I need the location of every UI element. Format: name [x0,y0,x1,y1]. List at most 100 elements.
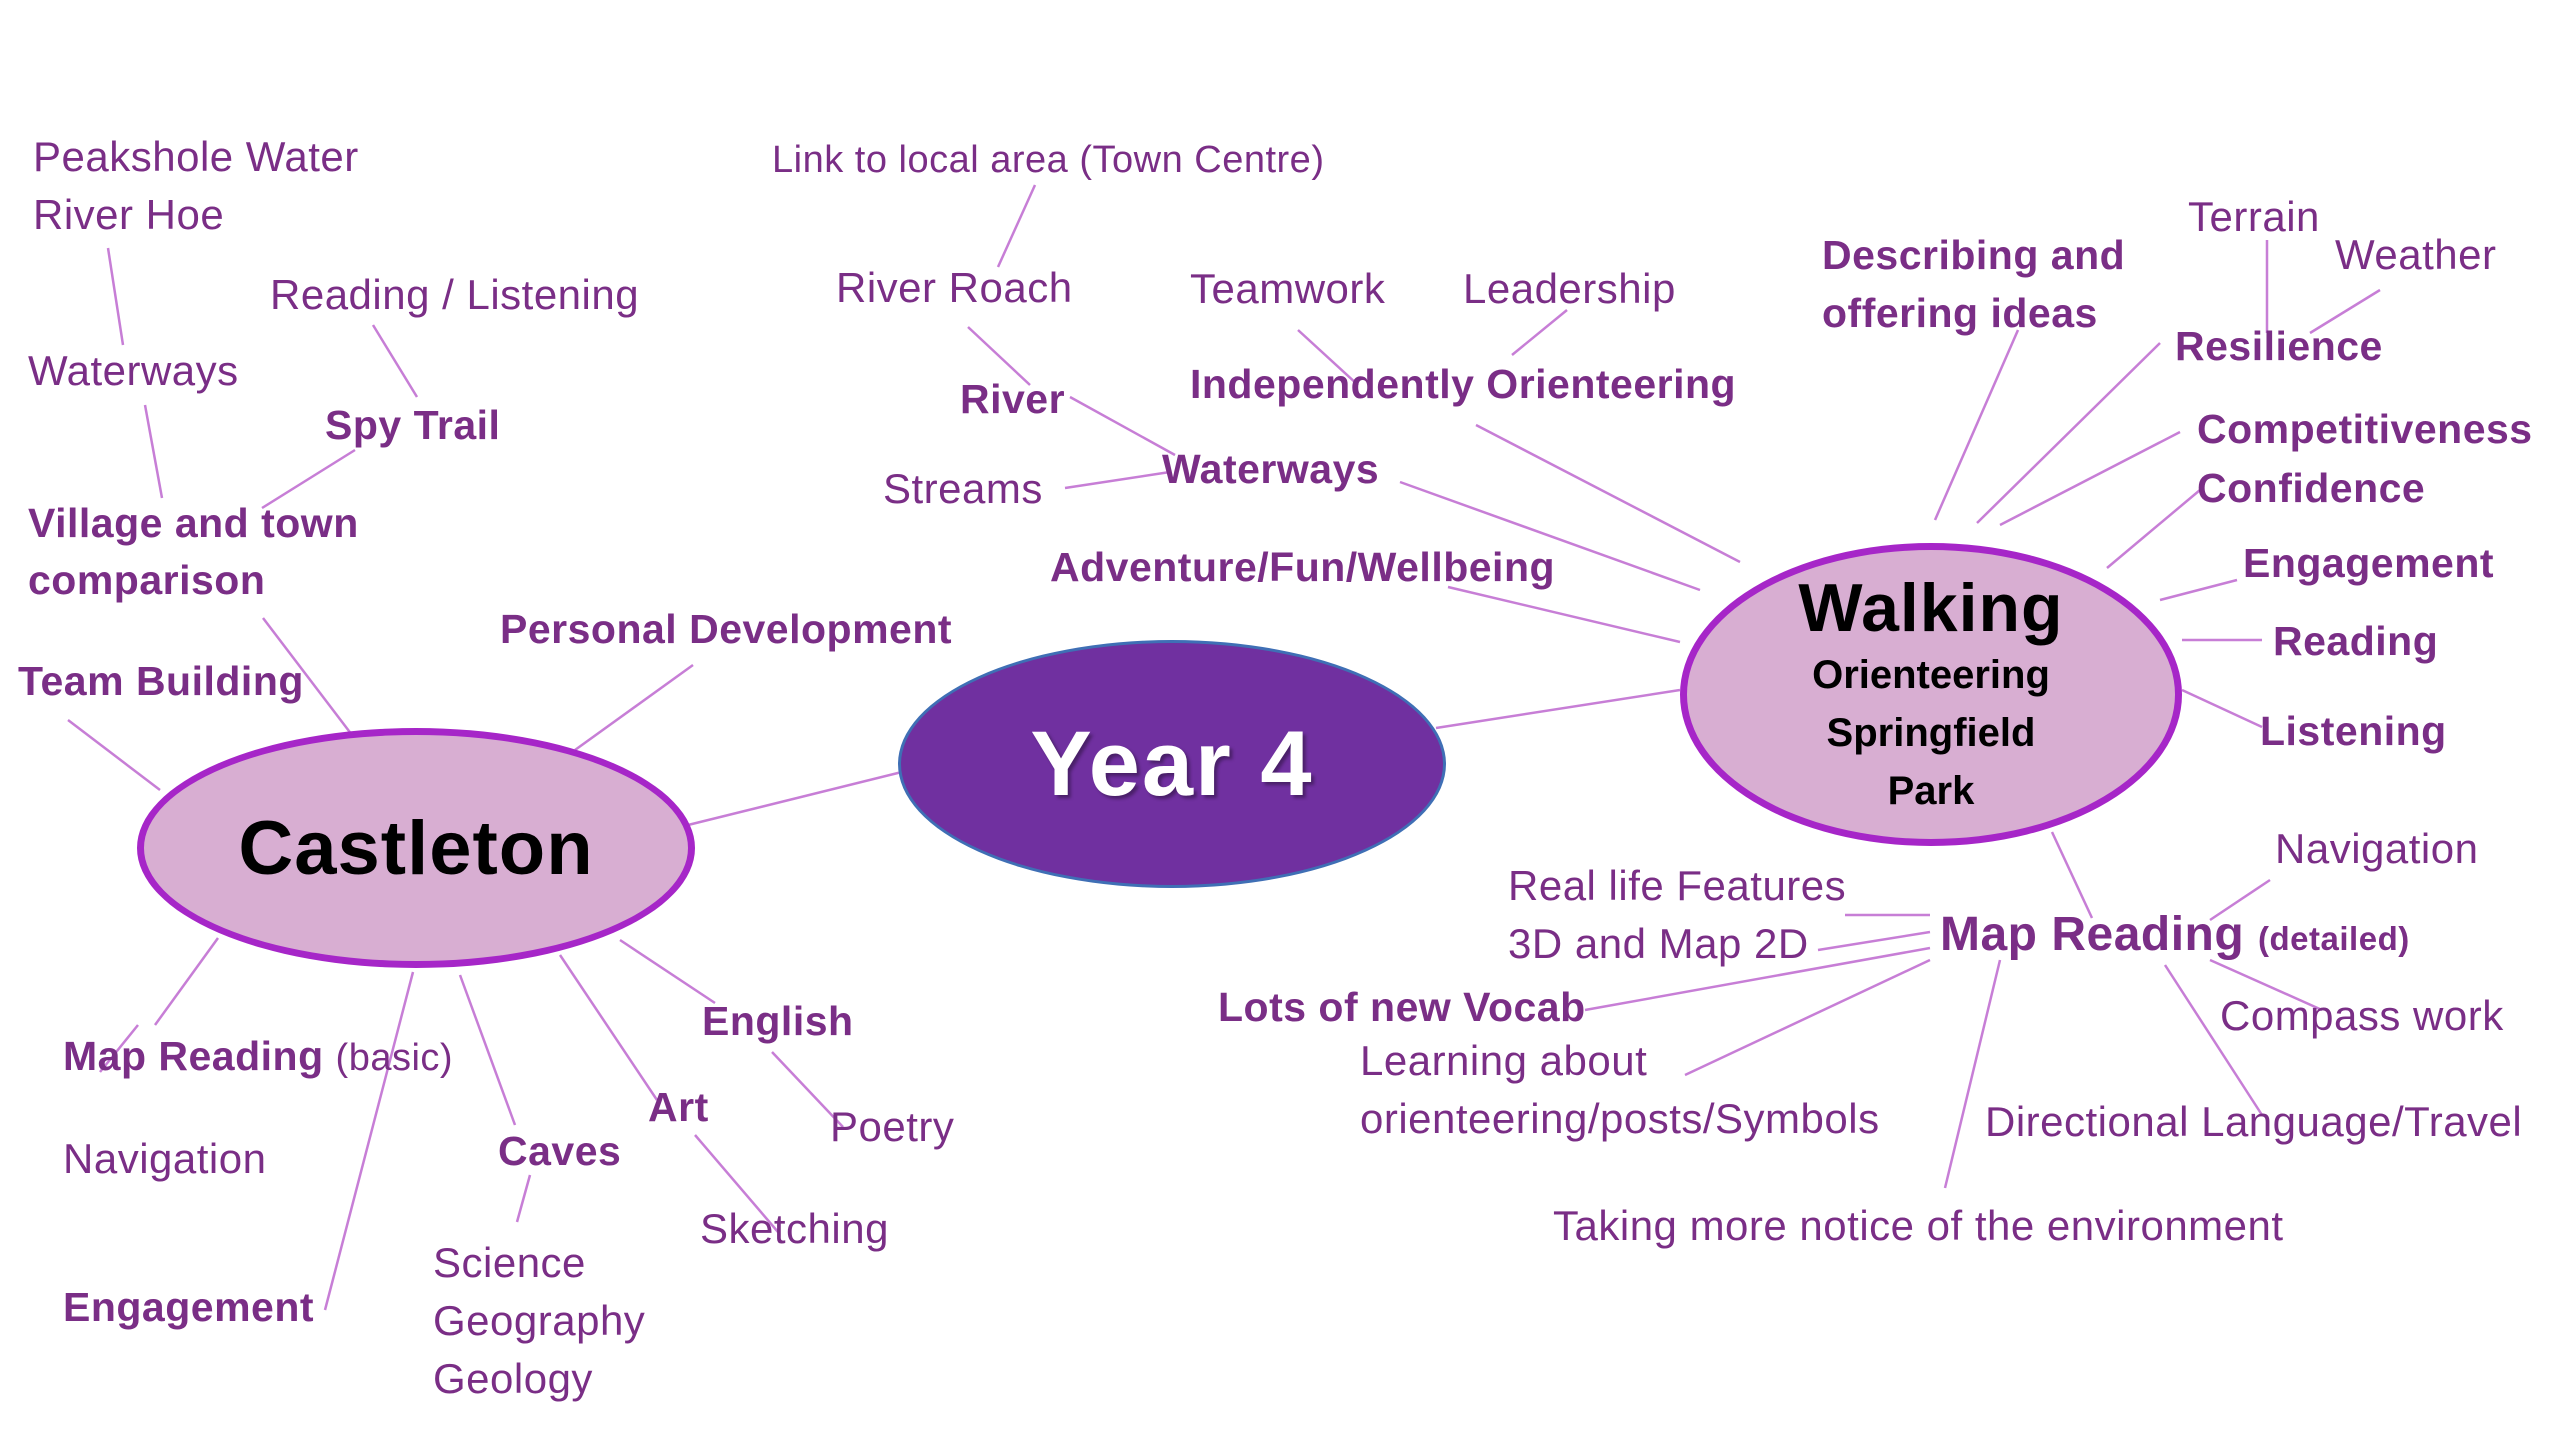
label-compass-work: Compass work [2220,992,2504,1039]
label-english: English [702,998,854,1044]
label-streams: Streams [883,465,1043,512]
label-walking-map-reading: Map Reading (detailed) [1940,905,2410,969]
connector-resilience-walking [1976,342,2161,524]
label-terrain: Terrain [2188,193,2320,240]
connector-confidence-walking [2106,489,2201,569]
connector-reading-spytrail [371,324,419,398]
label-river-roach: River Roach [836,264,1073,311]
connector-peakshole-waterways [106,247,125,346]
label-spy-trail: Spy Trail [325,402,501,448]
label-listening: Listening [2260,708,2447,754]
label-castleton-waterways: Waterways [28,347,239,394]
label-independently-orienteering: Independently Orienteering [1190,361,1737,407]
connector-waterways-village [143,404,164,499]
label-river: River [960,376,1066,422]
label-village-town-line-2: comparison [28,557,266,603]
label-geology: Geology [433,1355,593,1402]
label-walking-map-reading-text: Map Reading [1940,908,2245,961]
connector-weather-resilience [2309,288,2381,335]
connector-vocab-mapreading [1584,946,1931,1012]
label-taking-more-notice: Taking more notice of the environment [1553,1202,2284,1249]
connector-walking-mapreading [2050,831,2094,919]
label-castleton-navigation: Navigation [63,1135,267,1182]
connector-castleton-english [619,938,716,1005]
label-river-hoe: River Hoe [33,191,225,238]
label-real-life-features: Real life Features [1508,862,1847,909]
label-castleton-engagement: Engagement [63,1284,315,1330]
connector-riverroach-river [967,326,1031,386]
connector-center-walking [1435,688,1681,730]
label-science: Science [433,1239,586,1286]
walking-subtitle-line-2: Springfield [1826,710,2036,755]
connector-teambuilding-castleton [67,719,161,791]
connector-castleton-caves [458,974,517,1126]
label-directional-language: Directional Language/Travel [1985,1098,2523,1145]
label-walking-map-reading-note: (detailed) [2258,920,2410,957]
connector-adventure-walking [1447,585,1681,644]
label-weather: Weather [2335,231,2497,278]
label-caves: Caves [498,1128,622,1174]
connector-mapreading-navigation [99,1024,139,1073]
walking-node: Walking Orienteering Springfield Park [1680,543,2182,846]
label-art: Art [648,1084,709,1130]
connector-castleton-art [558,954,659,1101]
connector-personal-castleton [574,663,694,752]
label-link-local-area: Link to local area (Town Centre) [772,139,1325,181]
label-reading: Reading [2273,618,2439,664]
label-describing-line-1: Describing and [1822,232,2126,278]
center-title: Year 4 [1030,712,1314,815]
connector-navigation-mapreading [2209,878,2271,922]
label-personal-development: Personal Development [500,606,953,652]
label-team-building: Team Building [18,658,304,704]
label-3d-and-map-2d: 3D and Map 2D [1508,920,1809,967]
connector-link-riverroach [996,184,1037,268]
label-castleton-map-reading-note: (basic) [335,1037,454,1079]
label-teamwork: Teamwork [1190,265,1386,312]
label-walking-waterways: Waterways [1162,446,1380,492]
connector-caves-science [515,1174,532,1223]
walking-subtitle-line-3: Park [1887,768,1975,813]
connector-learning-mapreading [1684,958,1931,1077]
connector-castleton-mapreading [153,937,220,1026]
label-castleton-map-reading-text: Map Reading [63,1033,324,1079]
connector-center-castleton [687,768,911,827]
connector-english-poetry [771,1051,844,1128]
label-competitiveness: Competitiveness [2197,406,2533,452]
label-lots-of-new-vocab: Lots of new Vocab [1218,984,1586,1030]
label-sketching: Sketching [700,1205,889,1252]
label-castleton-map-reading: Map Reading (basic) [63,1027,453,1087]
label-leadership: Leadership [1463,265,1676,312]
connector-3d-mapreading [1817,930,1931,952]
connector-directional-mapreading [2163,964,2264,1116]
center-node-year-4: Year 4 [898,640,1446,888]
label-confidence: Confidence [2197,465,2426,511]
connector-independent-walking [1475,423,1741,564]
connector-streams-waterways [1064,470,1171,490]
label-adventure-fun-wellbeing: Adventure/Fun/Wellbeing [1050,544,1556,590]
label-describing-line-2: offering ideas [1822,290,2098,336]
label-walking-engagement: Engagement [2243,540,2495,586]
label-resilience: Resilience [2175,323,2383,369]
label-poetry: Poetry [830,1103,955,1150]
connector-teamwork-independent [1297,329,1359,386]
castleton-title: Castleton [238,805,594,891]
connector-river-waterways [1069,395,1176,457]
connector-art-sketching [694,1134,779,1233]
label-reading-listening: Reading / Listening [270,271,640,318]
castleton-node: Castleton [137,728,695,968]
label-learning-line-1: Learning about [1360,1037,1648,1084]
label-learning-line-2: orienteering/posts/Symbols [1360,1095,1880,1142]
connector-leadership-independent [1511,309,1568,356]
label-walking-navigation: Navigation [2275,825,2479,872]
connector-engagement-walking [2159,578,2238,602]
connector-compass-mapreading [2209,958,2323,1012]
walking-subtitle-line-1: Orienteering [1812,652,2050,697]
label-village-town-line-1: Village and town [28,500,359,546]
connector-competitiveness-walking [1999,430,2181,527]
walking-title: Walking [1798,569,2064,646]
connector-describing-walking [1933,329,2020,521]
connector-listening-walking [2181,688,2263,729]
label-geography: Geography [433,1297,646,1344]
label-peakshole-water: Peakshole Water [33,133,359,180]
